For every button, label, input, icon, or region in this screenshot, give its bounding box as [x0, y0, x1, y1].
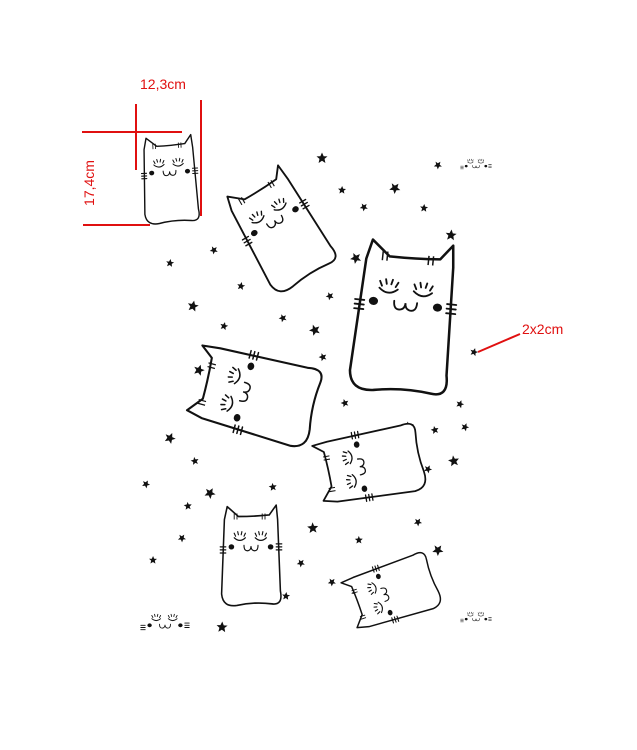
star-icon: [202, 485, 218, 501]
cat-face-partial: [140, 613, 190, 631]
star-icon: [339, 397, 351, 409]
star-icon: [348, 250, 364, 266]
star-icon: [459, 421, 471, 432]
star-icon: [140, 478, 152, 490]
star-icon: [326, 576, 338, 588]
star-icon: [455, 398, 466, 409]
star-icon: [176, 532, 188, 544]
star-icon: [469, 347, 479, 357]
star-icon: [429, 424, 441, 436]
star-icon: [358, 201, 370, 213]
cat-face-partial: [460, 611, 492, 623]
cat-group: [140, 134, 492, 634]
star-icon: [337, 185, 347, 194]
star-icon: [324, 290, 336, 302]
star-icon: [165, 258, 175, 268]
star-size-pointer: [477, 333, 521, 353]
cat-drawing: [311, 421, 428, 509]
star-icon: [307, 322, 323, 338]
cat-drawing: [339, 550, 443, 635]
cat-drawing: [346, 236, 463, 398]
star-icon: [317, 351, 329, 363]
star-icon: [208, 244, 220, 256]
height-label: 17,4cm: [80, 160, 97, 206]
width-label: 12,3cm: [140, 76, 186, 92]
star-icon: [432, 159, 444, 171]
star-icon: [216, 621, 228, 633]
cat-drawing: [140, 134, 201, 224]
star-icon: [277, 312, 289, 324]
star-icon: [419, 203, 429, 212]
star-icon: [183, 500, 194, 512]
star-size-label: 2x2cm: [522, 321, 564, 337]
star-icon: [316, 152, 328, 163]
star-icon: [387, 180, 403, 196]
star-icon: [192, 363, 206, 377]
star-icon: [412, 516, 424, 528]
cat-drawing: [220, 505, 282, 606]
star-icon: [148, 555, 158, 564]
star-icon: [306, 520, 321, 535]
star-icon: [186, 299, 200, 312]
star-icon: [281, 591, 291, 600]
cat-drawing: [183, 338, 326, 451]
star-icon: [447, 453, 462, 469]
cat-face-partial: [460, 158, 492, 170]
star-icon: [219, 321, 229, 331]
star-icon: [354, 534, 365, 545]
dimension-annotations: [82, 100, 521, 353]
star-icon: [162, 430, 178, 445]
star-icon: [295, 557, 307, 569]
star-icon: [189, 455, 201, 467]
cat-drawing: [219, 162, 340, 297]
star-icon: [445, 228, 458, 241]
star-icon: [268, 481, 279, 493]
star-icon: [236, 281, 246, 291]
star-icon: [430, 542, 446, 558]
